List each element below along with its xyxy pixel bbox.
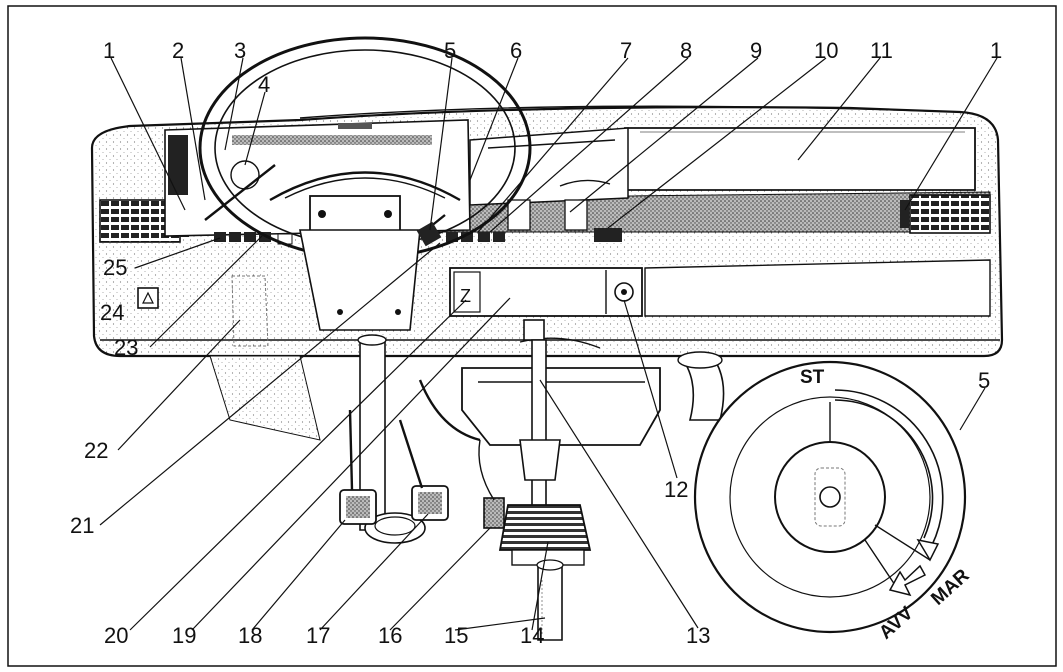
- gear-boot: [498, 504, 592, 566]
- callout-18: 18: [238, 623, 262, 648]
- steering-wheel: [198, 36, 532, 260]
- callout-7: 7: [620, 38, 632, 63]
- callout-5-top: 5: [444, 38, 456, 63]
- gear-lever: [519, 319, 561, 511]
- callout-12: 12: [664, 477, 688, 502]
- callout-2: 2: [172, 38, 184, 63]
- callout-8: 8: [680, 38, 692, 63]
- handbrake: [536, 559, 564, 641]
- callout-4: 4: [258, 72, 270, 97]
- ignition-switch-detail: ST MAR AVV: [693, 360, 974, 644]
- svg-text:Z: Z: [460, 286, 471, 306]
- callout-5-detail: 5: [978, 368, 990, 393]
- callout-19: 19: [172, 623, 196, 648]
- left-stalk: [204, 164, 276, 221]
- callout-22: 22: [84, 438, 108, 463]
- ignition-position-st: ST: [800, 367, 825, 388]
- callout-3: 3: [234, 38, 246, 63]
- gearbox-housing: [461, 337, 661, 446]
- callout-numbers: 1 2 3 4 5 6 7 8 9 10 11 1 25 24 23 22 21…: [70, 38, 1002, 648]
- switch-row-right: [446, 199, 622, 242]
- callout-1-left: 1: [103, 38, 115, 63]
- callout-15: 15: [444, 623, 468, 648]
- hazard-switch: [137, 287, 159, 309]
- callout-13: 13: [686, 623, 710, 648]
- accelerator-pedal: [478, 439, 505, 529]
- center-lower-panel: Z: [449, 259, 991, 317]
- callout-24: 24: [100, 300, 124, 325]
- steering-column: [299, 229, 426, 544]
- callout-10: 10: [814, 38, 838, 63]
- callout-20: 20: [104, 623, 128, 648]
- callout-21: 21: [70, 513, 94, 538]
- callout-6: 6: [510, 38, 522, 63]
- air-vent-right: [900, 194, 991, 234]
- callout-23: 23: [114, 335, 138, 360]
- callout-14: 14: [520, 623, 544, 648]
- callout-25: 25: [103, 255, 127, 280]
- under-dash: [209, 351, 725, 442]
- callout-9: 9: [750, 38, 762, 63]
- callout-17: 17: [306, 623, 330, 648]
- callout-11: 11: [870, 38, 893, 63]
- clutch-pedal: [339, 409, 377, 525]
- callout-16: 16: [378, 623, 402, 648]
- diagram-frame: [7, 5, 1057, 667]
- leader-lines: [99, 57, 998, 631]
- ignition-lock: [416, 221, 442, 247]
- callout-1-right: 1: [990, 38, 1002, 63]
- radio-panel: [469, 127, 629, 206]
- brake-pedal: [398, 419, 449, 521]
- side-panel: [231, 275, 269, 347]
